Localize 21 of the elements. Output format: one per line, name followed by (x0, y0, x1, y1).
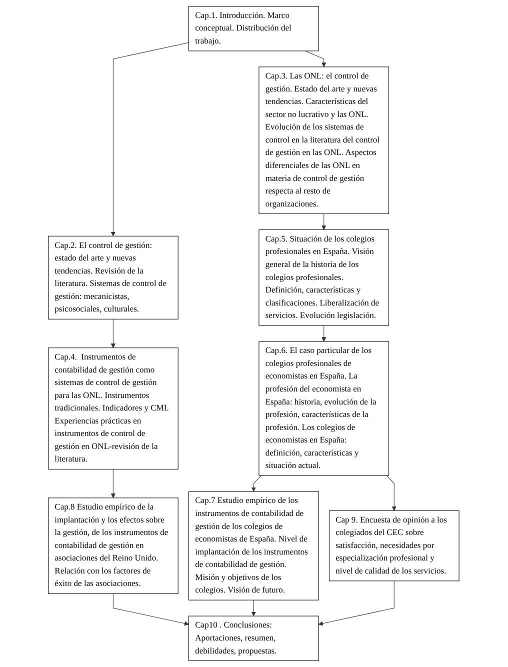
arrow (318, 580, 395, 626)
arrow (322, 325, 327, 342)
node-box: Cap 9. Encuesta de opinión a los colegiados del CEC sobre satisfacción, necesidades por especialización profesional y nivel de calidad de los servicios. (329, 510, 460, 582)
arrow (252, 475, 262, 492)
node-box: Cap.8 Estudio empírico de la implantación y los efectos sobre la gestión, de los instrumentos de contabilidad de gestión en asociaciones del Reino Unido. Relación con los factores de éxito de las asociaciones. (48, 498, 179, 594)
node-box: Cap.5. Situación de los colegios profesionales en España. Visión general de la historia de los colegios profesionales. Definición, características y clasificaciones. Liberalización de servicios. Evolución legislación. (259, 229, 390, 326)
node-box: Cap.7 Estudio empírico de los instrumentos de contabilidad de gestión de los colegios de economistas de España. Nivel de implantación de los instrumentos de contabilidad de gestión. Misión y objetivos de los colegios. Visión de futuro. (188, 491, 320, 600)
arrow (386, 475, 397, 511)
node-box: Cap.3. Las ONL: el control de gestión. Estado del arte y nuevas tendencias. Características del sector no lucrativo y las ONL. Evolución de los sistemas de control en la literatura del control de gestión en las ONL. Aspectos diferenciales de las ONL en materia de control de gestión respecta al resto de organizaciones. (259, 66, 390, 214)
arrow (111, 468, 116, 498)
arrow (113, 593, 190, 626)
arrow (111, 318, 116, 348)
arrow (252, 600, 256, 616)
node-box: Cap.4. Instrumentos de contabilidad de gestión como sistemas de control de gestión para las ONL. Instrumentos tradicionales. Indicadores y CMI. Experiencias prácticas en instrumentos de control de gestión en ONL-revisión de la literatura. (48, 348, 179, 470)
node-box: Cap.2. El control de gestión: estado del arte y nuevas tendencias. Revisión de la literatura. Sistemas de control de gestión: mecanicistas, psicosociales, culturales. (48, 236, 179, 320)
node-box: Cap.6. El caso particular de los colegios profesionales de economistas en España. La profesión del economista en España: historia, evolución de la profesión, características de la profesión. Los colegios de economistas en España: definición, características y situación actual. (259, 341, 390, 476)
arrow (111, 42, 190, 236)
node-box: Cap.1. Introducción. Marco conceptual. Distribución del trabajo. (188, 6, 320, 52)
node-box: Cap10 . Conclusiones: Aportaciones, resumen, debilidades, propuestas. (188, 616, 320, 661)
arrow (305, 50, 327, 68)
arrow (322, 214, 327, 230)
